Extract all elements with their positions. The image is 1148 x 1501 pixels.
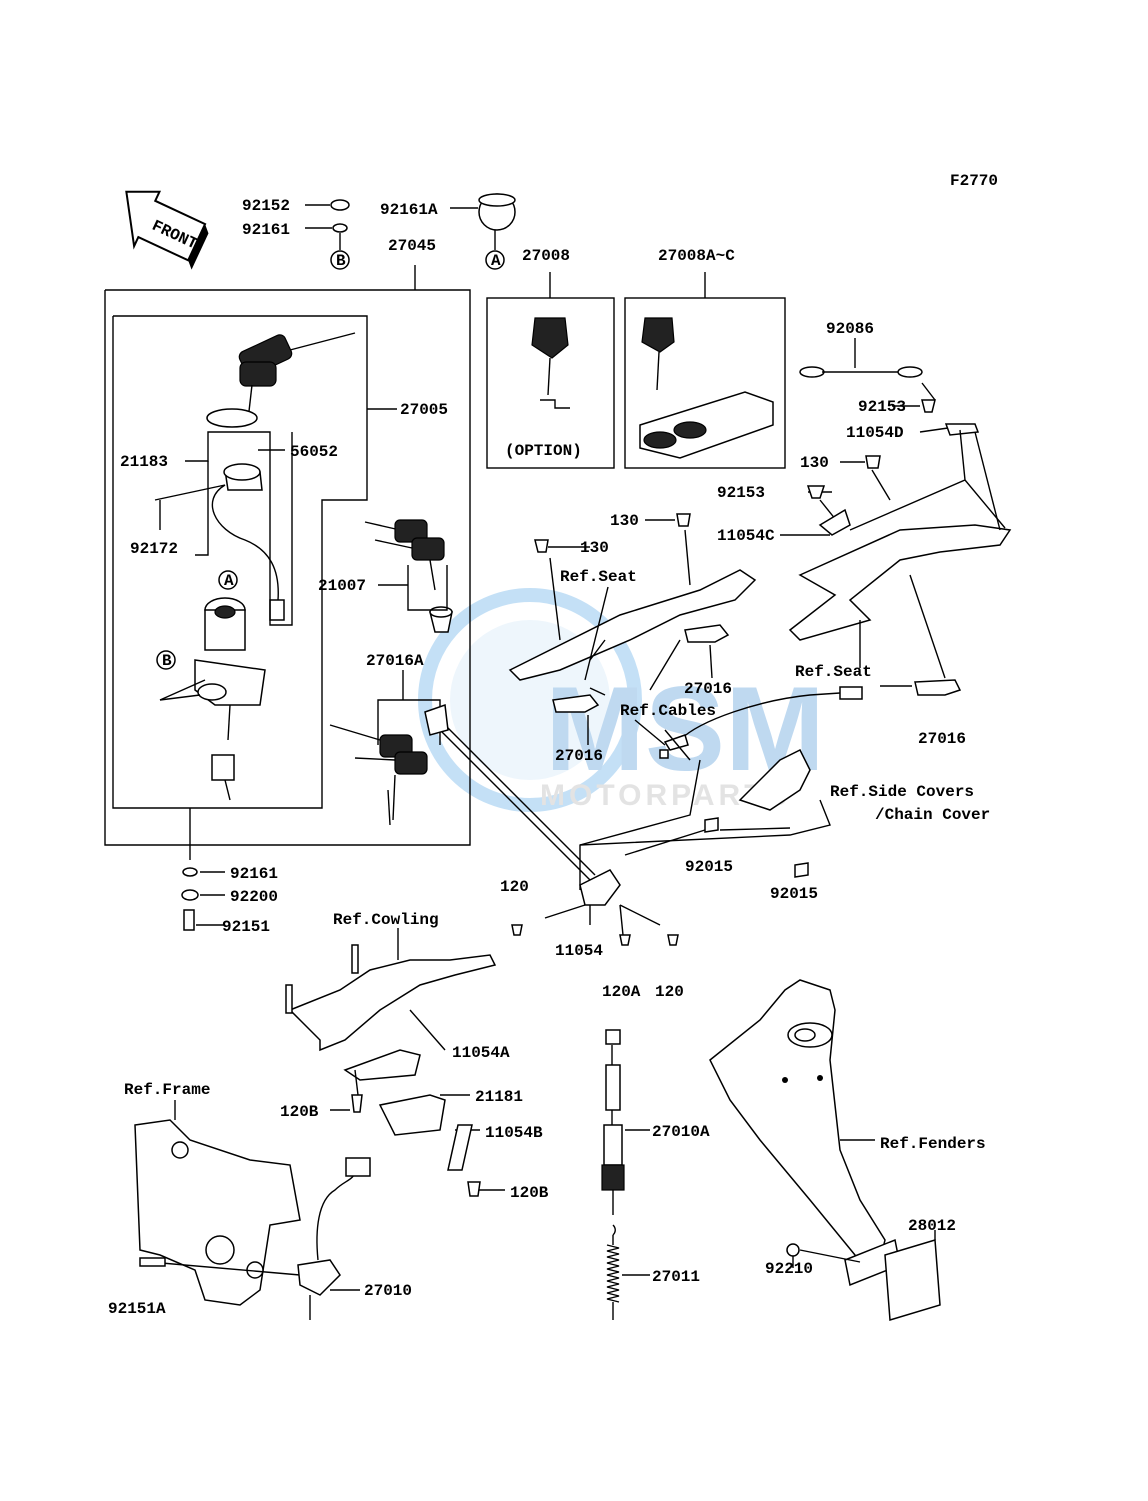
label-11054B: 11054B xyxy=(485,1124,543,1142)
label-92015-b: 92015 xyxy=(770,885,818,903)
label-56052: 56052 xyxy=(290,443,338,461)
top-hardware xyxy=(305,193,516,270)
label-92153-a: 92153 xyxy=(858,398,906,416)
label-ref-frame: Ref.Frame xyxy=(124,1081,210,1099)
label-92151: 92151 xyxy=(222,918,270,936)
label-92015-a: 92015 xyxy=(685,858,733,876)
lower-left-hardware xyxy=(181,808,225,931)
leader-lines xyxy=(159,408,408,626)
label-92210: 92210 xyxy=(765,1260,813,1278)
label-11054C: 11054C xyxy=(717,527,775,545)
label-chain-cover: /Chain Cover xyxy=(875,806,990,824)
key-set-21007 xyxy=(364,519,453,633)
seat-lock-cable xyxy=(424,686,863,946)
label-92086: 92086 xyxy=(826,320,874,338)
label-ref-side-covers: Ref.Side Covers xyxy=(830,783,974,801)
frame-and-sidestand-switch xyxy=(134,1100,371,1320)
label-92161-top: 92161 xyxy=(242,221,290,239)
label-27016A: 27016A xyxy=(366,652,424,670)
label-27010A: 27010A xyxy=(652,1123,710,1141)
label-120B-a: 120B xyxy=(280,1103,319,1121)
label-120B-b: 120B xyxy=(510,1184,549,1202)
callout-b-top: B xyxy=(336,252,346,270)
label-11054D: 11054D xyxy=(846,424,904,442)
label-27008AC: 27008A~C xyxy=(658,247,735,265)
rear-fender-and-reflector xyxy=(709,979,941,1321)
key-27008AC-and-immobilizer xyxy=(639,317,774,459)
right-bracket-assembly xyxy=(780,338,1012,696)
label-92172: 92172 xyxy=(130,540,178,558)
cowling-bracket-assembly xyxy=(285,928,505,1197)
label-ref-cowling: Ref.Cowling xyxy=(333,911,439,929)
label-27045: 27045 xyxy=(388,237,436,255)
label-92153-b: 92153 xyxy=(717,484,765,502)
label-92161A: 92161A xyxy=(380,201,438,219)
label-120A: 120A xyxy=(602,983,641,1001)
label-27016-c: 27016 xyxy=(918,730,966,748)
callout-a-top: A xyxy=(491,252,501,270)
label-92200: 92200 xyxy=(230,888,278,906)
option-label: (OPTION) xyxy=(505,442,582,460)
callout-b-lock: B xyxy=(162,652,172,670)
front-arrow-icon: FRONT xyxy=(125,190,209,270)
label-27010: 27010 xyxy=(364,1282,412,1300)
label-21183: 21183 xyxy=(120,453,168,471)
callout-a-lock: A xyxy=(224,572,234,590)
label-27005: 27005 xyxy=(400,401,448,419)
label-92161-bot: 92161 xyxy=(230,865,278,883)
label-130-b: 130 xyxy=(610,512,639,530)
brake-switch-and-spring xyxy=(601,1029,650,1320)
label-21181: 21181 xyxy=(475,1088,523,1106)
label-ref-fenders: Ref.Fenders xyxy=(880,1135,986,1153)
key-27008 xyxy=(531,317,570,409)
label-11054A: 11054A xyxy=(452,1044,510,1062)
label-92151A: 92151A xyxy=(108,1300,166,1318)
figure-code: F2770 xyxy=(950,172,998,190)
label-92152: 92152 xyxy=(242,197,290,215)
label-11054: 11054 xyxy=(555,942,603,960)
label-27016-a: 27016 xyxy=(684,680,732,698)
label-27008: 27008 xyxy=(522,247,570,265)
label-ref-seat-2: Ref.Seat xyxy=(795,663,872,681)
ignition-switch-assembly xyxy=(154,332,356,801)
label-130-a: 130 xyxy=(800,454,829,472)
label-21007: 21007 xyxy=(318,577,366,595)
label-130-c: 130 xyxy=(580,539,609,557)
label-27016-b: 27016 xyxy=(555,747,603,765)
label-28012: 28012 xyxy=(908,1217,956,1235)
frames xyxy=(104,265,786,846)
center-seat-bracket xyxy=(508,513,757,745)
label-120-a: 120 xyxy=(500,878,529,896)
label-27011: 27011 xyxy=(652,1268,700,1286)
label-120-b: 120 xyxy=(655,983,684,1001)
label-ref-cables: Ref.Cables xyxy=(620,702,716,720)
label-ref-seat-1: Ref.Seat xyxy=(560,568,637,586)
